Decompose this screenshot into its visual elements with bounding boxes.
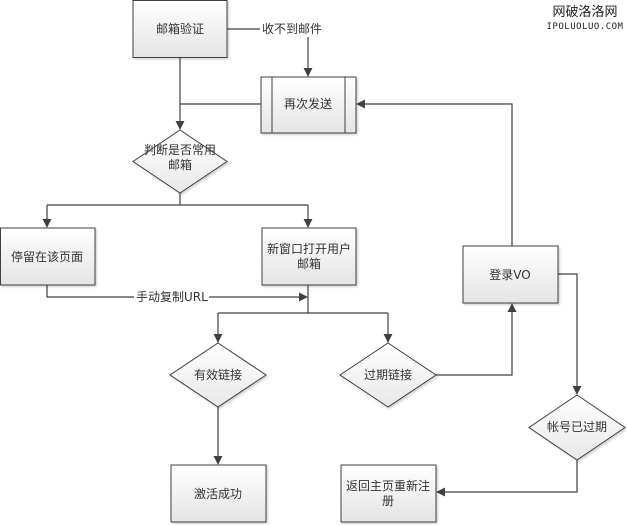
node-valid-link[interactable]: 有效链接 xyxy=(169,342,267,408)
node-valid-link-label: 有效链接 xyxy=(194,367,242,382)
node-is-common-email-label-line1: 判断是否常用 xyxy=(144,142,216,157)
node-stay-on-page-label: 停留在该页面 xyxy=(11,249,83,264)
node-activate-success[interactable]: 激活成功 xyxy=(170,464,267,523)
node-account-expired-label: 帐号已过期 xyxy=(547,419,607,434)
node-open-mailbox-label-line1: 新窗口打开用户 xyxy=(267,241,351,256)
edge-login-to-account-expired xyxy=(558,273,582,395)
node-stay-on-page[interactable]: 停留在该页面 xyxy=(0,227,96,286)
edge-expired-to-login xyxy=(436,303,517,376)
edge-decision-split xyxy=(47,193,308,206)
node-is-common-email[interactable]: 判断是否常用 邮箱 xyxy=(132,129,228,194)
node-resend[interactable]: 再次发送 xyxy=(260,76,357,134)
node-email-verify[interactable]: 邮箱验证 xyxy=(132,0,228,58)
node-open-mailbox-label-line2: 邮箱 xyxy=(297,256,321,271)
node-activate-success-label: 激活成功 xyxy=(194,487,242,501)
edge-label-background xyxy=(135,290,210,304)
node-back-home-reregister-label-line2: 册 xyxy=(382,494,394,508)
watermark: 网破洛洛网 IPOLUOLUO.COM xyxy=(547,5,624,32)
edge-account-expired-to-back-home xyxy=(436,460,578,497)
node-expired-link[interactable]: 过期链接 xyxy=(339,342,437,408)
edge-open-mailbox-split xyxy=(218,285,388,314)
edge-label-no-email: 收不到邮件 xyxy=(262,22,322,36)
node-open-mailbox[interactable]: 新窗口打开用户 邮箱 xyxy=(261,227,357,286)
node-login-vo-label: 登录VO xyxy=(489,267,530,282)
edge-label-background xyxy=(261,22,324,36)
node-is-common-email-label-line2: 邮箱 xyxy=(168,157,192,172)
edge-label-copy-url: 手动复制URL xyxy=(136,290,208,304)
watermark-title: 网破洛洛网 xyxy=(552,5,617,20)
node-login-vo[interactable]: 登录VO xyxy=(462,245,559,304)
node-back-home-reregister-label-line1: 返回主页重新注 xyxy=(346,478,430,493)
node-back-home-reregister[interactable]: 返回主页重新注 册 xyxy=(340,464,437,523)
node-expired-link-label: 过期链接 xyxy=(364,367,412,382)
node-resend-label: 再次发送 xyxy=(284,96,332,111)
node-email-verify-label: 邮箱验证 xyxy=(156,21,204,36)
edge-stay-to-open-mailbox-a xyxy=(46,285,134,298)
watermark-url: IPOLUOLUO.COM xyxy=(547,22,624,32)
edge-login-to-resend xyxy=(356,99,513,246)
node-account-expired[interactable]: 帐号已过期 xyxy=(528,394,626,461)
